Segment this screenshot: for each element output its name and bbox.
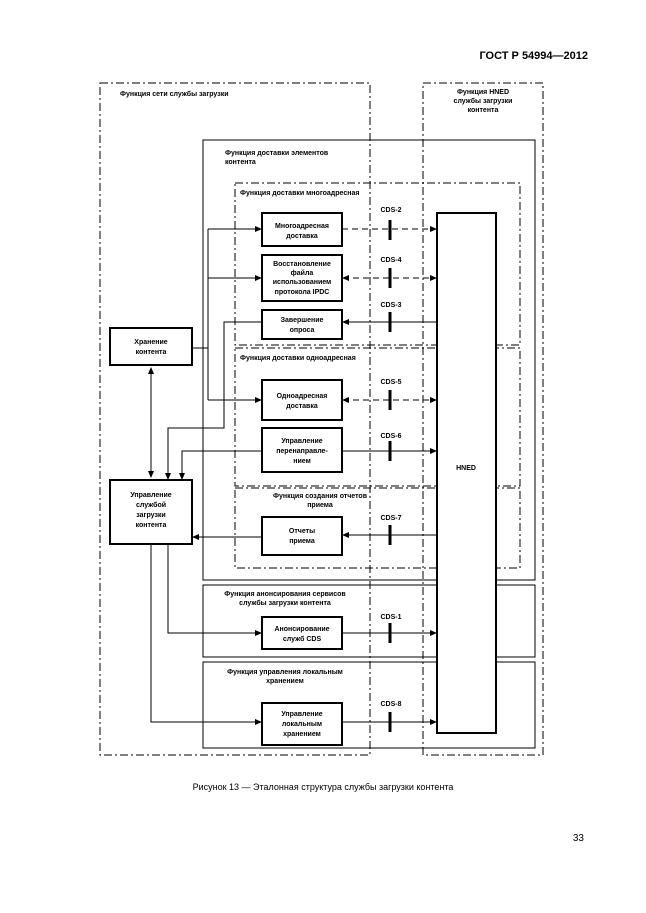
announcement-label-1: Функция анонсирования сервисов [224, 591, 346, 598]
hned-function-label-3: контента [468, 107, 499, 114]
cds-2-label: CDS-2 [380, 207, 401, 214]
ipdc-label-3: использованием [273, 279, 331, 286]
announcement-label-2: службы загрузки контента [239, 599, 331, 607]
storage-connectors [148, 226, 262, 725]
management-to-local-storage-arrow [150, 544, 262, 725]
redirect-label-3: нием [293, 458, 311, 465]
cds-3-label: CDS-3 [380, 302, 401, 309]
content-delivery-label-2: контента [225, 159, 256, 166]
content-delivery-function-region [202, 139, 536, 581]
reception-report-function-region [234, 487, 521, 569]
reception-report-label-1: Функция создания отчетов [273, 493, 368, 500]
ipdc-label-4: протокола IPDC [275, 289, 330, 296]
query-label-2: опроса [290, 327, 315, 334]
query-label-1: Завершение [281, 317, 324, 324]
local-storage-box-label-2: локальным [282, 721, 322, 728]
document-header: ГОСТ Р 54994—2012 [479, 50, 588, 62]
hned-function-region [422, 82, 544, 756]
local-storage-function-region [202, 661, 536, 749]
cds-management-box [109, 479, 193, 545]
ipdc-label-2: файла [291, 269, 314, 277]
cds-8-label: CDS-8 [380, 701, 401, 708]
ipdc-label-1: Восстановление [273, 261, 331, 268]
cds-management-label-4: контента [136, 522, 167, 529]
reception-reports-box [261, 516, 343, 556]
cds-4-label: CDS-4 [380, 257, 401, 264]
query-to-management-arrow [165, 321, 262, 480]
unicast-delivery-box [261, 379, 343, 421]
redirect-label-1: Управление [281, 438, 322, 445]
cds-7-label: CDS-7 [380, 515, 401, 522]
hned-label: HNED [456, 465, 476, 472]
hned-function-label-2: службы загрузки [454, 97, 513, 105]
cds-management-label-3: загрузки [136, 512, 165, 519]
page-number: 33 [572, 833, 584, 844]
redirect-to-management-arrow [179, 450, 262, 480]
network-function-label: Функция сети службы загрузки [120, 90, 229, 98]
multicast-label-1: Многоадресная [275, 223, 329, 230]
multicast-label-2: доставка [286, 233, 318, 240]
local-storage-label-1: Функция управления локальным [227, 669, 343, 676]
hned-function-label-1: Функция HNED [457, 89, 509, 96]
unicast-function-label: Функция доставки одноадресная [240, 355, 356, 362]
cds-5-label: CDS-5 [380, 379, 401, 386]
announcement-box-label-1: Анонсирование [274, 626, 329, 633]
local-storage-box-label-3: хранением [283, 731, 321, 738]
network-function-region [99, 82, 371, 756]
multicast-function-label: Функция доставки многоадресная [240, 190, 359, 197]
ipdc-recovery-box [261, 254, 343, 302]
announcement-box-label-2: служб CDS [283, 635, 322, 643]
query-completion-box [261, 309, 343, 340]
unicast-function-region [234, 347, 521, 487]
multicast-delivery-box [261, 212, 343, 247]
local-storage-label-2: хранением [266, 678, 304, 685]
content-storage-label-2: контента [136, 349, 167, 356]
reports-label-1: Отчеты [289, 528, 315, 535]
hned-box [436, 212, 497, 734]
cds-1-label: CDS-1 [380, 614, 401, 621]
cds-announcement-box [261, 616, 343, 650]
reception-report-label-2: приема [307, 502, 333, 509]
announcement-function-region [202, 584, 536, 658]
content-delivery-label-1: Функция доставки элементов [225, 150, 329, 157]
unicast-label-2: доставка [286, 403, 318, 410]
local-storage-box [261, 702, 343, 746]
multicast-function-region [234, 182, 521, 346]
local-storage-box-label-1: Управление [281, 711, 322, 718]
content-storage-box [109, 327, 193, 366]
redirect-label-2: перенаправле- [276, 448, 328, 455]
figure-caption: Рисунок 13 — Эталонная структура службы … [192, 782, 454, 792]
management-to-announcement-arrow [167, 544, 262, 636]
reports-label-2: приема [289, 538, 315, 545]
redirect-management-box [261, 427, 343, 473]
content-storage-label-1: Хранение [134, 339, 167, 346]
cds-management-label-2: службой [136, 501, 166, 509]
cds-management-label-1: Управление [130, 492, 171, 499]
cds-6-label: CDS-6 [380, 433, 401, 440]
unicast-label-1: Одноадресная [277, 393, 328, 400]
